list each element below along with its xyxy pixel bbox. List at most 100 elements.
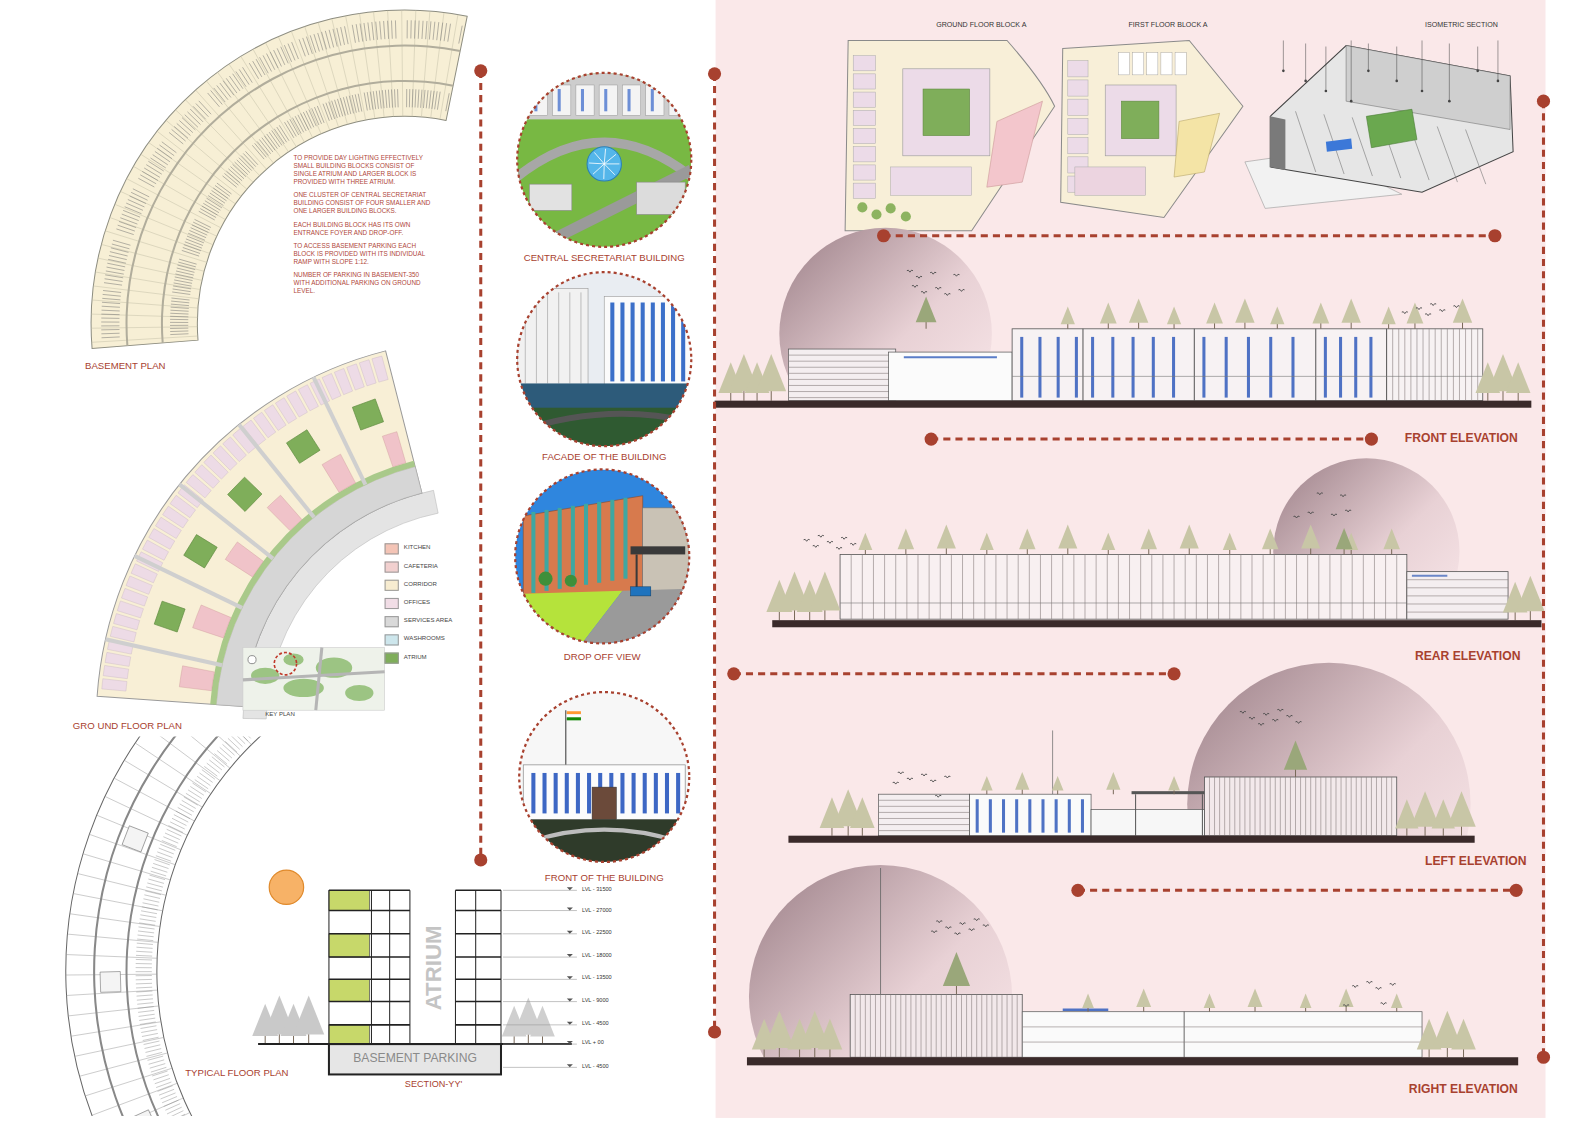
room-partition	[222, 744, 234, 755]
building-mass	[1407, 572, 1508, 620]
render-flag	[567, 717, 581, 720]
bird	[1277, 709, 1283, 711]
parking-bay	[256, 59, 265, 75]
tree	[1167, 307, 1181, 325]
parking-bay	[171, 307, 189, 308]
parking-bay	[171, 301, 189, 303]
callout-leader	[1325, 47, 1326, 92]
facade-joint	[1082, 329, 1083, 401]
facade-line	[1352, 554, 1353, 619]
parking-bay	[223, 81, 234, 96]
level-leader	[503, 1024, 577, 1025]
parking-bay	[432, 91, 434, 109]
facade-line	[1320, 777, 1321, 836]
render-sky	[515, 469, 689, 643]
room-partition	[167, 1107, 182, 1114]
facade-line	[1341, 554, 1342, 619]
render-jet	[589, 163, 604, 165]
facade-line	[973, 554, 974, 619]
bird	[1317, 493, 1323, 495]
grid-line	[388, 11, 394, 117]
facade-line	[1218, 554, 1219, 619]
office-room	[1068, 99, 1088, 115]
window-strip	[1269, 337, 1272, 398]
level-marker	[567, 908, 573, 911]
parking-bay	[373, 91, 375, 109]
floor-slab	[455, 956, 501, 958]
bird	[945, 927, 951, 929]
room-partition	[141, 911, 157, 914]
floor-slab	[329, 1024, 410, 1026]
tree	[937, 525, 956, 549]
callout-leader	[1368, 44, 1369, 71]
facade-line	[1290, 777, 1291, 836]
level-leader	[503, 957, 577, 958]
parking-bay	[102, 310, 120, 312]
window-strip	[1057, 337, 1060, 398]
office-room	[372, 356, 388, 382]
parking-bay	[440, 23, 442, 41]
render-frame	[517, 73, 691, 247]
parking-bay	[211, 90, 223, 104]
end-dot	[1071, 884, 1084, 897]
facade-line	[1196, 554, 1197, 619]
facade-line	[879, 818, 970, 819]
bird	[1345, 510, 1351, 512]
parking-bay	[148, 161, 163, 171]
legend-swatch	[385, 543, 399, 554]
parking-bay	[322, 32, 327, 50]
parking-bay	[122, 214, 139, 221]
parking-bay	[446, 93, 449, 111]
floor-slab	[455, 1001, 501, 1003]
facade-line	[1040, 554, 1041, 619]
render-window	[661, 303, 665, 382]
parking-bay	[421, 90, 422, 108]
facade-line	[1366, 777, 1367, 836]
facade-line	[1386, 777, 1387, 836]
floor-slab	[329, 956, 410, 958]
plan-title: BASEMENT PLAN	[85, 361, 166, 372]
window-strip	[1291, 337, 1294, 398]
render-window	[542, 773, 546, 813]
parking-bay	[333, 29, 337, 47]
grid-line	[305, 27, 339, 128]
parking-bay	[426, 90, 428, 108]
room-partition	[140, 1022, 156, 1025]
room-partition	[153, 1075, 168, 1080]
render-window	[628, 89, 631, 111]
facade-line	[981, 995, 982, 1058]
grid-line	[135, 743, 211, 794]
parking-bay	[185, 242, 202, 248]
end-dot	[727, 667, 740, 680]
parking-bay	[170, 330, 188, 332]
section-title: SECTION-YY'	[405, 1078, 462, 1088]
plan-title: TYPICAL FLOOR PLAN	[185, 1068, 288, 1079]
floor-slab	[455, 910, 501, 912]
facade-line	[1285, 777, 1286, 836]
parking-bay	[376, 91, 378, 109]
parking-bay	[298, 115, 306, 131]
facade-line	[870, 995, 871, 1058]
tree	[1336, 528, 1353, 549]
facade-line	[984, 554, 985, 619]
parking-bay	[245, 151, 257, 164]
room-partition	[176, 811, 190, 819]
room-partition	[142, 907, 158, 910]
render-car	[631, 587, 651, 596]
grid-line	[68, 1006, 159, 1016]
parking-bay	[288, 44, 295, 61]
tree	[1516, 576, 1545, 612]
facade-line	[1285, 554, 1286, 619]
parking-bay	[394, 89, 396, 107]
grid-line	[75, 1037, 164, 1056]
level-marker	[567, 887, 573, 890]
room-partition	[149, 1060, 165, 1064]
render-flag	[567, 711, 581, 714]
parking-bay	[101, 321, 119, 322]
parking-bay	[170, 313, 188, 315]
bird	[930, 780, 936, 782]
room-partition	[188, 790, 202, 799]
bird	[1258, 723, 1264, 725]
room-partition	[178, 807, 192, 815]
